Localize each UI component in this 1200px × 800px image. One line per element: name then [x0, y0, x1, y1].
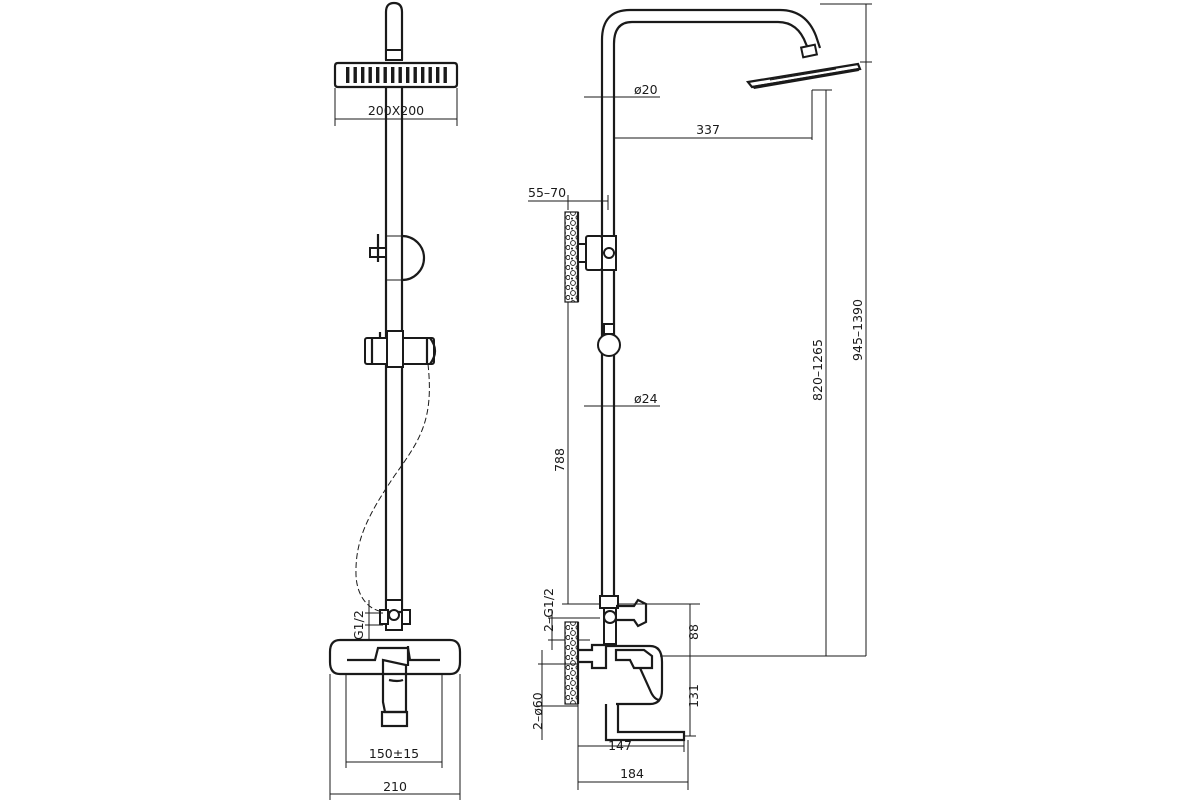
front-hose: [355, 363, 430, 613]
riser-length-label: 788: [552, 448, 567, 472]
escutcheon-diameter-label: 2–ø60: [530, 692, 545, 730]
head-height-range-label: 820–1265: [810, 339, 825, 401]
side-mixer-body: [578, 643, 664, 706]
bracket-depth-label: 55–70: [528, 185, 566, 200]
dim-head-width: 200X200: [334, 88, 458, 126]
dim-mixer-to-spout: 131: [684, 656, 701, 737]
front-mixer-body: [328, 638, 462, 714]
dim-arm-reach: 337: [614, 90, 813, 140]
dim-head-height-range: 820–1265: [810, 89, 832, 656]
front-slide-holder: [364, 330, 437, 368]
dim-front-inlet-spacing: 150±15: [345, 674, 443, 768]
dim-bracket-depth: 55–70: [528, 185, 609, 210]
side-shower-head: [745, 43, 862, 89]
mixer-to-spout-label: 131: [686, 684, 701, 708]
dim-arm-diameter: ø20: [584, 82, 660, 103]
dim-overall-height-range: 945–1390: [820, 3, 872, 656]
head-size-label: 200X200: [368, 103, 424, 118]
front-view: 200X200: [328, 1, 462, 800]
side-riser-and-arm: [600, 8, 822, 595]
front-inlet-spacing-label: 150±15: [369, 746, 419, 761]
side-view: ø20 337 55–70: [528, 3, 872, 790]
front-inlet-thread-label: G1/2: [351, 610, 366, 640]
dim-spout-reach: 147: [577, 704, 685, 790]
dim-front-overall-width: 210: [329, 674, 461, 800]
front-shower-head: [333, 61, 459, 89]
side-wall-bracket: [564, 211, 617, 303]
overall-height-range-label: 945–1390: [850, 299, 865, 361]
diverter-to-mixer-label: 88: [686, 624, 701, 640]
side-spout: [604, 704, 686, 742]
side-inlet-threads-label: 2–G1/2: [541, 588, 556, 632]
side-slide-holder: [597, 323, 621, 357]
front-diverter: [379, 599, 411, 631]
front-top-stub: [384, 1, 404, 61]
side-diverter: [599, 595, 648, 645]
dim-diverter-to-mixer: 88: [660, 604, 866, 657]
dim-pipe-diameter: ø24: [584, 391, 660, 412]
mixer-depth-label: 184: [620, 766, 644, 781]
arm-diameter-label: ø20: [634, 82, 658, 97]
side-lower-wall: [564, 621, 580, 705]
front-overall-width-label: 210: [383, 779, 407, 794]
dim-side-inlet-threads: 2–G1/2: [541, 588, 600, 650]
pipe-diameter-label: ø24: [634, 391, 658, 406]
dim-front-inlet-thread: G1/2: [351, 600, 383, 640]
front-wall-bracket: [369, 234, 426, 282]
arm-reach-label: 337: [696, 122, 720, 137]
spout-reach-label: 147: [608, 738, 632, 753]
dim-mixer-depth: 184: [578, 740, 689, 790]
front-spout: [380, 710, 409, 728]
dim-riser-length: 788: [552, 302, 700, 605]
dim-escutcheon-diameter: 2–ø60: [530, 650, 578, 740]
